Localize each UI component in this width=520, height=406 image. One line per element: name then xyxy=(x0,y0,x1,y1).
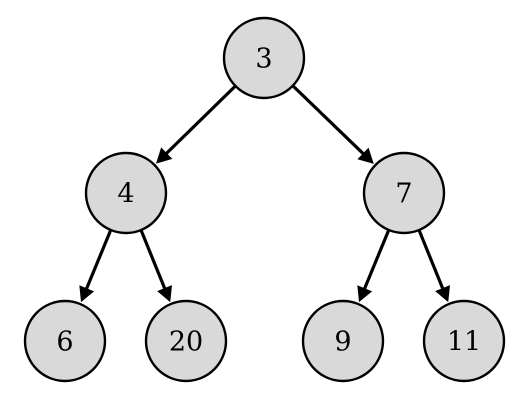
tree-node-9: 9 xyxy=(301,299,385,383)
node-label: 9 xyxy=(334,327,351,358)
tree-node-6: 6 xyxy=(23,299,107,383)
node-circle xyxy=(362,151,446,235)
node-circle xyxy=(301,299,385,383)
arrowhead-icon xyxy=(357,285,373,303)
node-label: 3 xyxy=(255,44,272,75)
edge-line xyxy=(84,228,113,292)
arrowhead-icon xyxy=(435,285,450,303)
node-circle xyxy=(144,299,228,383)
edge-3-to-4 xyxy=(156,84,238,164)
node-label: 6 xyxy=(56,327,73,358)
edge-line xyxy=(362,228,391,292)
edge-7-to-9 xyxy=(357,228,391,303)
node-circle xyxy=(422,299,506,383)
edge-line xyxy=(139,228,167,292)
node-label: 11 xyxy=(447,327,481,358)
tree-node-11: 11 xyxy=(422,299,506,383)
arrowhead-icon xyxy=(79,285,95,303)
tree-node-20: 20 xyxy=(144,299,228,383)
arrowhead-icon xyxy=(357,147,374,164)
node-circle xyxy=(84,151,168,235)
edge-3-to-7 xyxy=(291,84,374,164)
node-circle xyxy=(222,16,306,100)
edge-4-to-20 xyxy=(139,228,172,303)
edge-line xyxy=(163,84,238,157)
tree-node-4: 4 xyxy=(84,151,168,235)
node-label: 20 xyxy=(169,327,203,358)
tree-node-3: 3 xyxy=(222,16,306,100)
edge-7-to-11 xyxy=(417,228,450,303)
arrowhead-icon xyxy=(157,285,172,303)
node-circle xyxy=(23,299,107,383)
edge-line xyxy=(417,228,445,292)
edges xyxy=(79,84,450,303)
tree-node-7: 7 xyxy=(362,151,446,235)
arrowhead-icon xyxy=(156,147,173,164)
edge-4-to-6 xyxy=(79,228,113,303)
edge-line xyxy=(291,84,367,157)
node-label: 7 xyxy=(395,179,412,210)
node-label: 4 xyxy=(117,179,134,210)
